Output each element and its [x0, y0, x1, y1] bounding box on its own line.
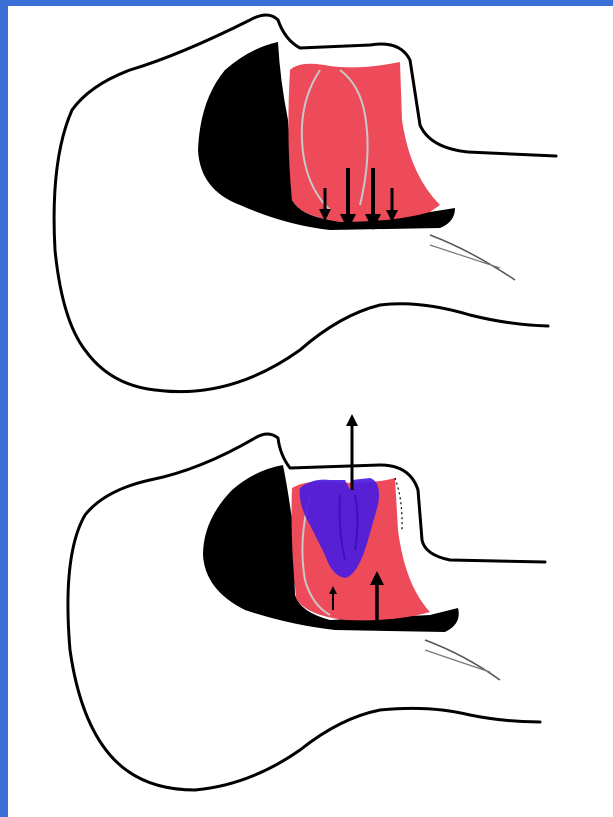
- top-throat-line: [430, 235, 515, 280]
- top-head-panel: [54, 15, 556, 392]
- bottom-throat-line-2: [425, 650, 490, 672]
- top-throat-line-2: [430, 245, 500, 268]
- bottom-throat-line: [425, 640, 500, 680]
- airway-diagram: [8, 6, 613, 817]
- bottom-head-panel: [68, 420, 545, 790]
- figure-frame: [8, 6, 613, 817]
